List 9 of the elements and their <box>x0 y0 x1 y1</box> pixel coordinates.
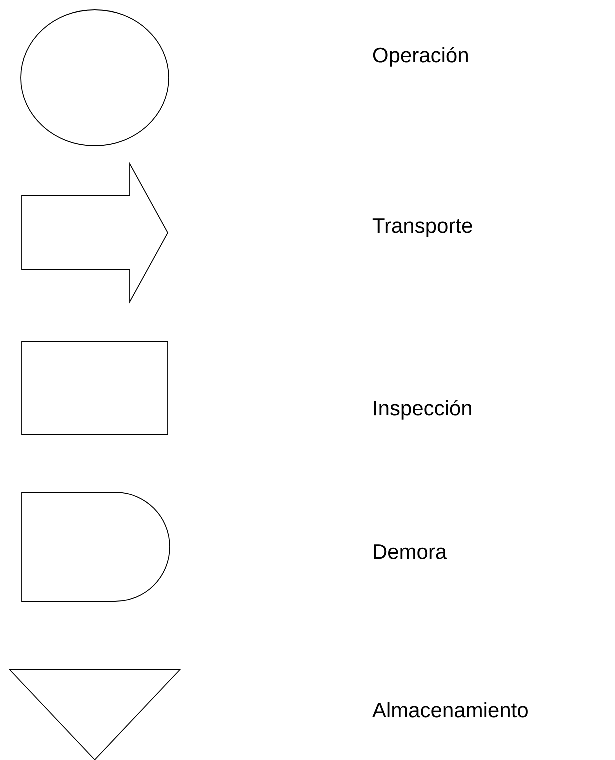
symbol-label: Operación <box>373 47 468 67</box>
symbol-label: Demora <box>374 544 448 560</box>
symbol-label: Inspección <box>374 400 472 420</box>
symbol-label: Almacenamiento <box>372 702 528 718</box>
operation-circle <box>20 10 170 146</box>
delay-symbol <box>22 492 170 602</box>
transport-symbol <box>22 162 169 304</box>
inspection-box <box>22 341 168 435</box>
symbol-label: Transporte <box>372 218 472 238</box>
